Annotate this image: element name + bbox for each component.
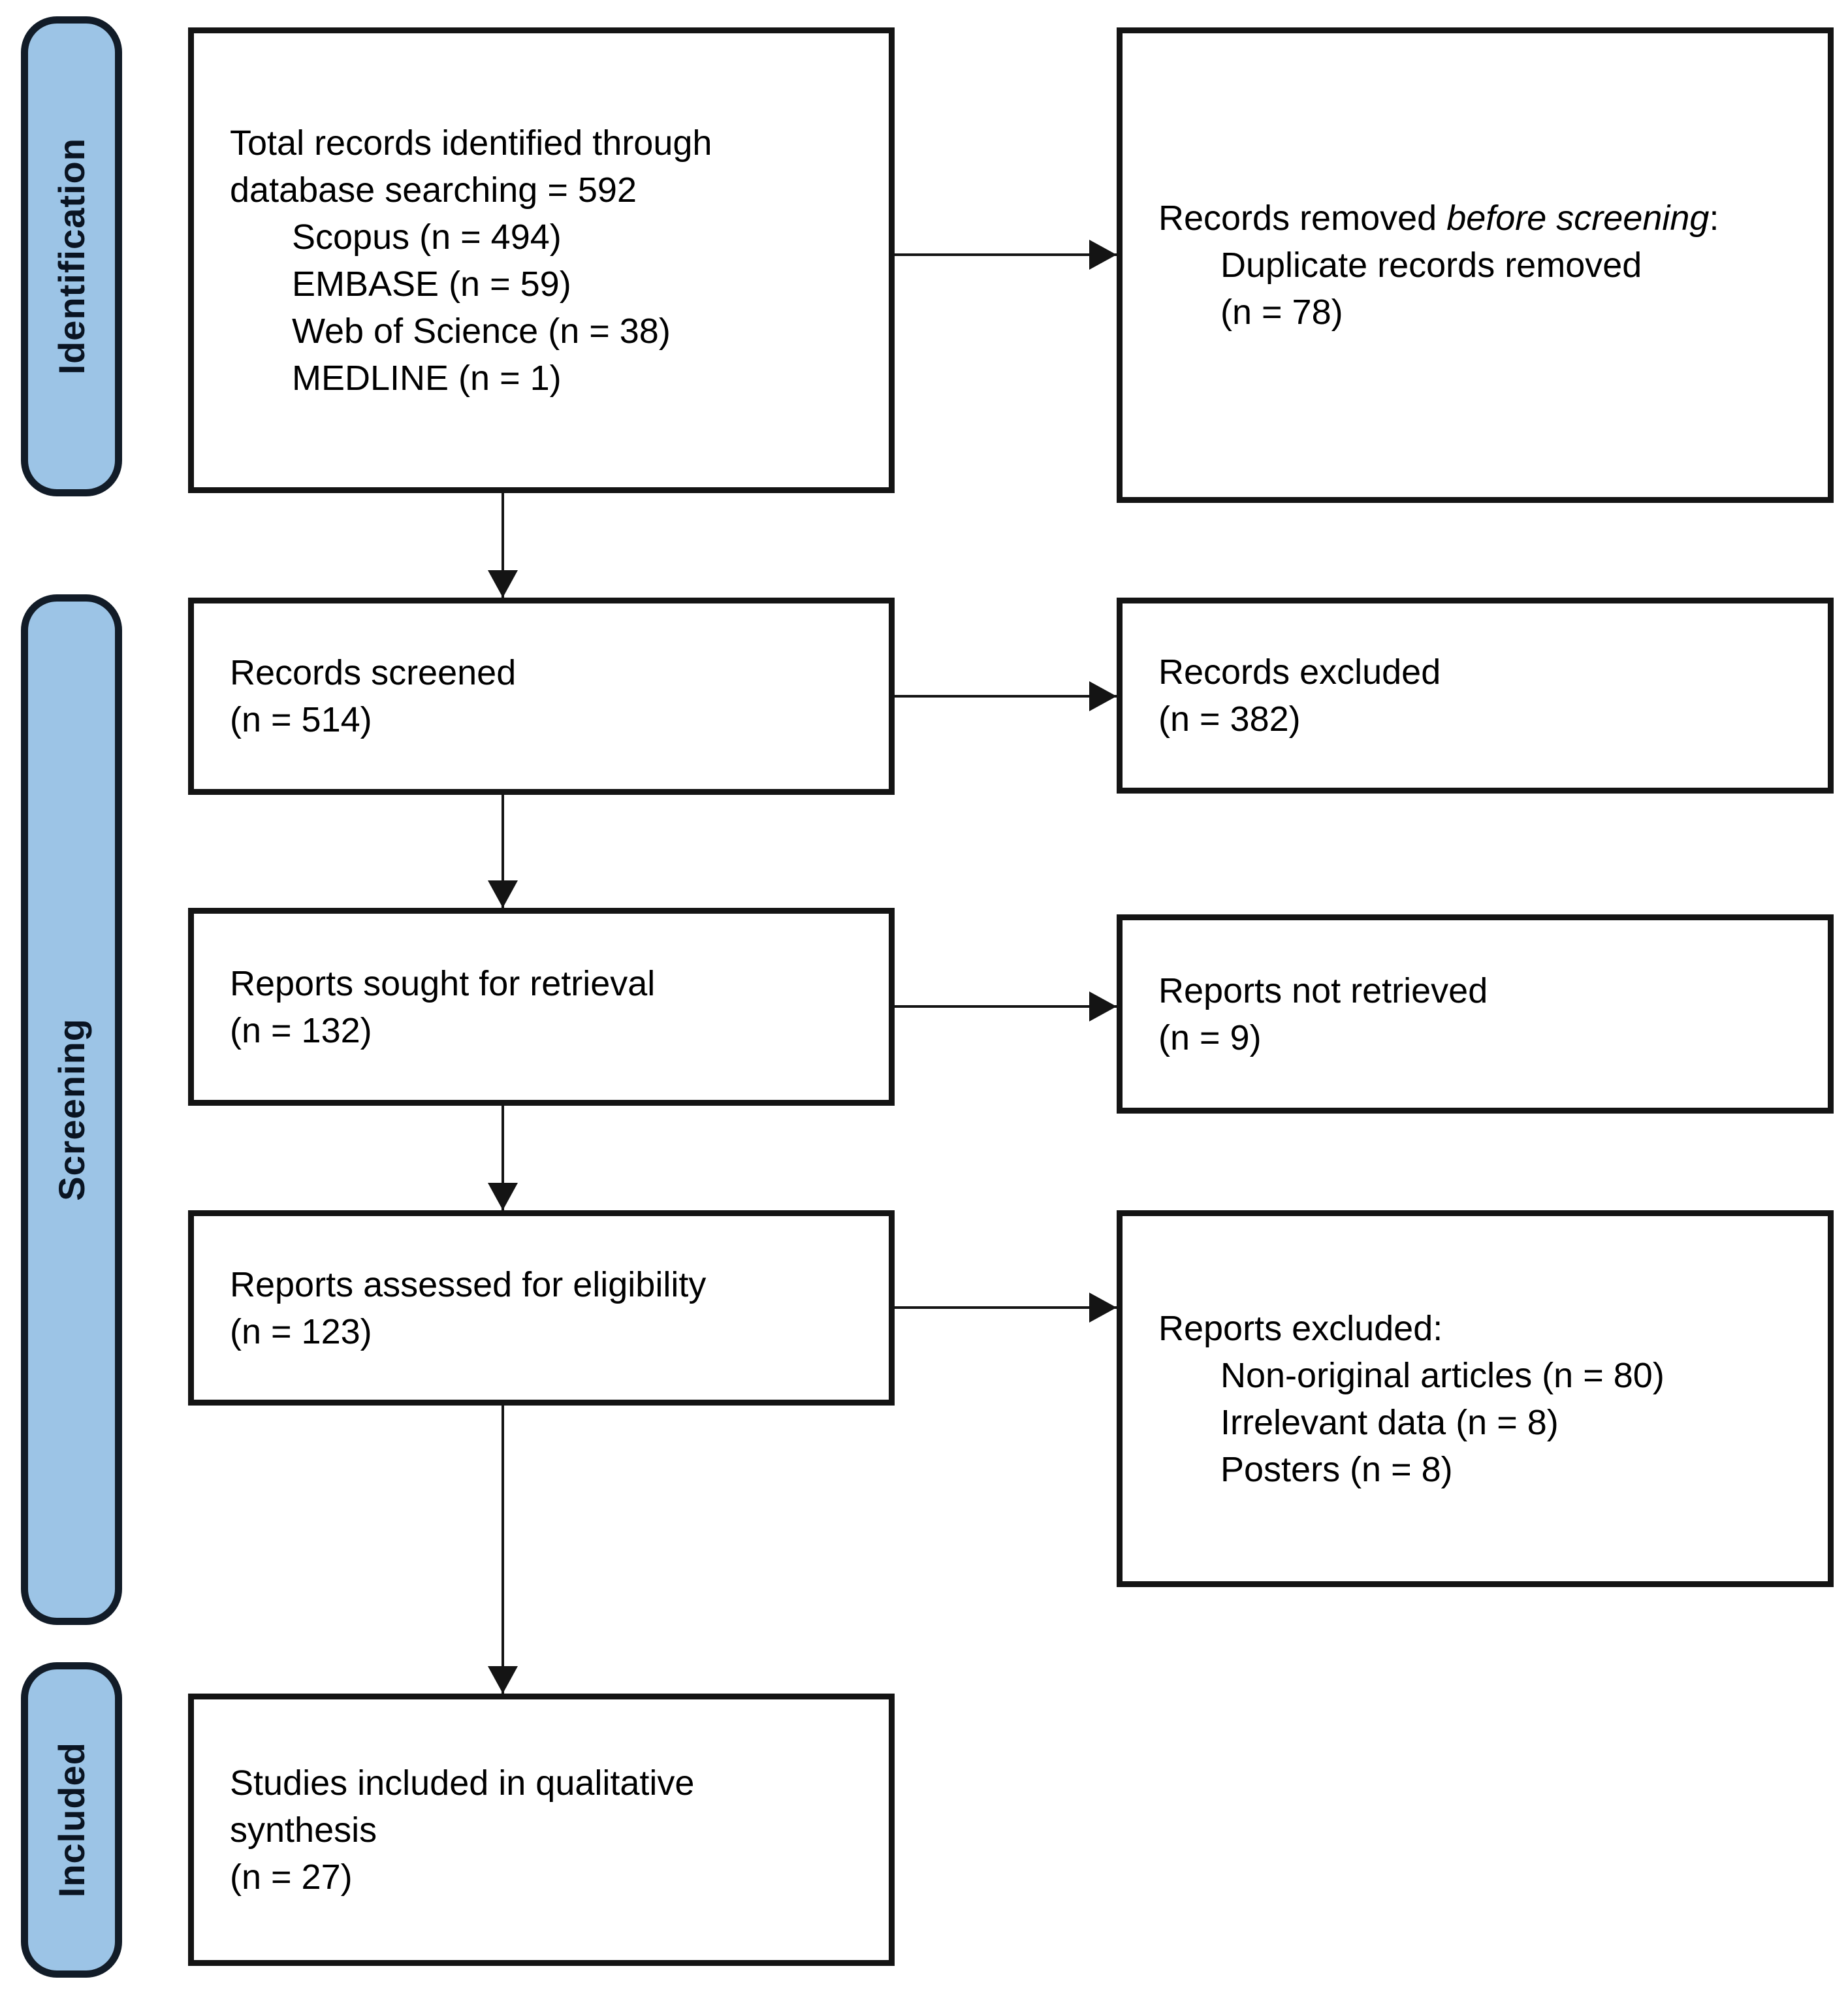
box-reports-assessed: Reports assessed for eligibility (n = 12… xyxy=(188,1210,895,1406)
stage-label-included-text: Included xyxy=(51,1742,92,1898)
records-identified-line2: database searching = 592 xyxy=(230,170,637,210)
reports-not-retrieved-count: (n = 9) xyxy=(1158,1018,1262,1057)
source-scopus: Scopus (n = 494) xyxy=(292,217,562,257)
stage-label-identification-text: Identification xyxy=(51,138,92,375)
arrowhead-down-icon xyxy=(488,1183,518,1210)
records-removed-intro-suffix: : xyxy=(1709,199,1719,238)
reports-sought-count: (n = 132) xyxy=(230,1010,372,1050)
reason-irrelevant-data: Irrelevant data (n = 8) xyxy=(1220,1402,1559,1442)
records-screened-count: (n = 514) xyxy=(230,700,372,739)
arrowhead-down-icon xyxy=(488,570,518,598)
reports-assessed-count: (n = 123) xyxy=(230,1311,372,1351)
studies-included-line2: synthesis xyxy=(230,1810,377,1850)
arrow-sought-to-assessed xyxy=(488,1106,518,1210)
reports-sought-label: Reports sought for retrieval xyxy=(230,963,656,1003)
arrowhead-right-icon xyxy=(1089,991,1117,1021)
box-studies-included: Studies included in qualitative synthesi… xyxy=(188,1694,895,1966)
records-excluded-count: (n = 382) xyxy=(1158,700,1301,739)
arrowhead-right-icon xyxy=(1089,1293,1117,1323)
box-reports-not-retrieved: Reports not retrieved (n = 9) xyxy=(1117,914,1834,1114)
arrowhead-down-icon xyxy=(488,880,518,908)
box-records-excluded: Records excluded (n = 382) xyxy=(1117,598,1834,794)
arrow-assessed-to-reports-excluded xyxy=(895,1293,1117,1323)
records-removed-intro: Records removed before screening: xyxy=(1158,195,1811,242)
box-records-screened: Records screened (n = 514) xyxy=(188,598,895,795)
stage-label-included: Included xyxy=(21,1662,122,1978)
stage-label-identification: Identification xyxy=(21,16,122,496)
source-embase: EMBASE (n = 59) xyxy=(292,264,571,304)
source-medline: MEDLINE (n = 1) xyxy=(292,358,562,398)
arrow-assessed-to-included xyxy=(488,1406,518,1694)
records-identified-line1: Total records identified through xyxy=(230,123,712,163)
box-reports-sought: Reports sought for retrieval (n = 132) xyxy=(188,908,895,1106)
box-records-removed: Records removed before screening: Duplic… xyxy=(1117,27,1834,503)
reason-non-original: Non-original articles (n = 80) xyxy=(1220,1355,1665,1395)
reports-excluded-intro: Reports excluded: xyxy=(1158,1308,1443,1348)
box-reports-excluded: Reports excluded: Non-original articles … xyxy=(1117,1210,1834,1587)
arrowhead-right-icon xyxy=(1089,681,1117,711)
stage-label-screening-text: Screening xyxy=(51,1018,92,1201)
arrow-sought-to-notretrieved xyxy=(895,991,1117,1021)
arrow-screened-to-sought xyxy=(488,795,518,908)
source-web-of-science: Web of Science (n = 38) xyxy=(292,311,671,351)
reports-assessed-label: Reports assessed for eligibility xyxy=(230,1264,707,1304)
records-screened-label: Records screened xyxy=(230,653,517,692)
reason-posters: Posters (n = 8) xyxy=(1220,1449,1453,1489)
records-removed-intro-italic: before screening xyxy=(1446,199,1710,238)
arrow-identified-to-removed xyxy=(895,240,1117,270)
records-removed-detail: Duplicate records removed xyxy=(1220,246,1642,285)
records-excluded-label: Records excluded xyxy=(1158,652,1441,692)
box-records-identified: Total records identified through databas… xyxy=(188,27,895,493)
arrowhead-down-icon xyxy=(488,1666,518,1694)
studies-included-count: (n = 27) xyxy=(230,1857,353,1897)
reports-not-retrieved-label: Reports not retrieved xyxy=(1158,971,1488,1010)
studies-included-line1: Studies included in qualitative xyxy=(230,1763,695,1803)
arrow-identified-to-screened xyxy=(488,493,518,598)
records-removed-intro-prefix: Records removed xyxy=(1158,199,1447,238)
arrow-screened-to-excluded xyxy=(895,681,1117,711)
arrowhead-right-icon xyxy=(1089,240,1117,270)
records-removed-count: (n = 78) xyxy=(1220,293,1343,332)
stage-label-screening: Screening xyxy=(21,594,122,1625)
